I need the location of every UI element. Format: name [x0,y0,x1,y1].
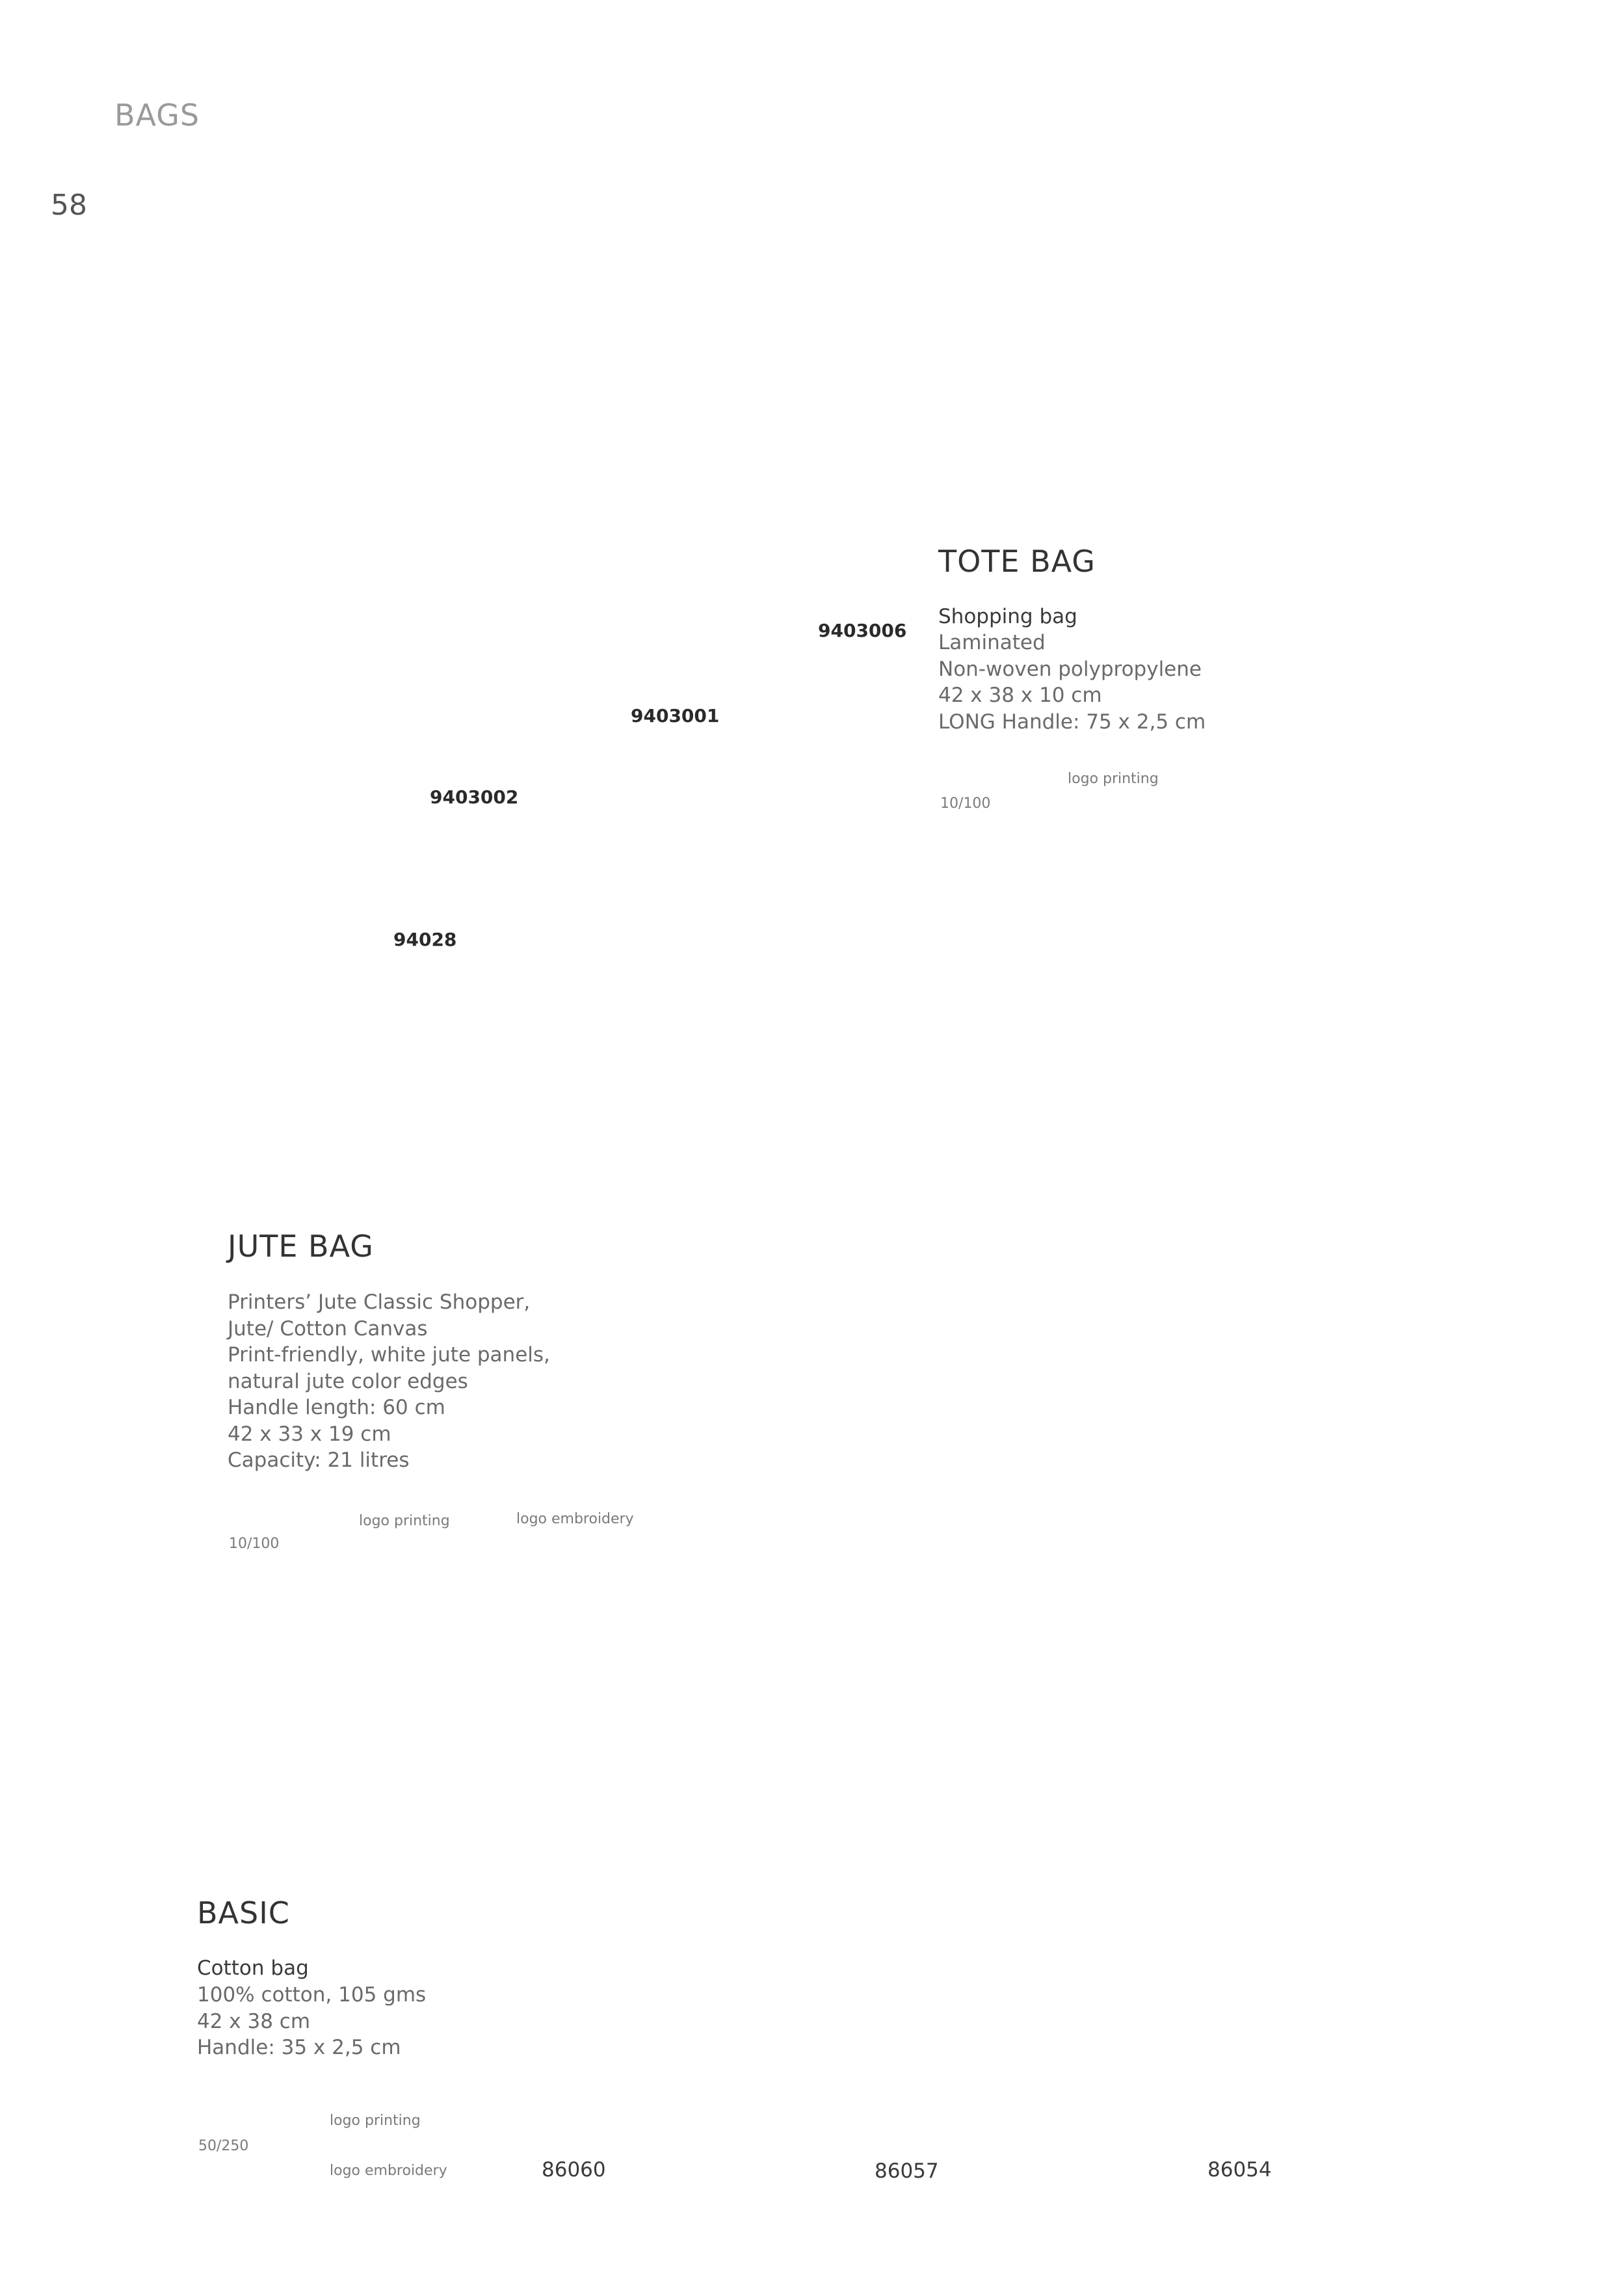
product-code: 9403001 [631,705,720,727]
quantity-label: 10/100 [229,1536,280,1552]
product-subtitle: Cotton bag [197,1956,309,1980]
description-line: 42 x 33 x 19 cm [228,1422,391,1446]
quantity-label: 50/250 [198,2138,249,2154]
product-description: 100% cotton, 105 gms 42 x 38 cm Handle: … [197,1982,426,2061]
description-line: Laminated [938,631,1046,654]
description-line: Capacity: 21 litres [228,1448,410,1472]
product-code: 86060 [542,2158,606,2182]
product-code: 86054 [1207,2158,1272,2182]
product-subtitle: Shopping bag [938,605,1077,628]
description-line: 100% cotton, 105 gms [197,1983,427,2007]
option-logo-embroidery: logo embroidery [330,2163,447,2179]
description-line: natural jute color edges [228,1369,468,1393]
quantity-label: 10/100 [940,795,991,812]
section-label: BAGS [114,98,200,133]
product-code: 94028 [393,929,457,950]
product-description: Printers’ Jute Classic Shopper, Jute/ Co… [228,1289,550,1474]
product-code: 86057 [875,2159,939,2183]
option-logo-printing: logo printing [1068,771,1159,787]
description-line: 42 x 38 cm [197,2009,311,2033]
description-line: 42 x 38 x 10 cm [938,684,1102,707]
product-title-jute-bag: JUTE BAG [228,1229,374,1264]
description-line: Non-woven polypropylene [938,657,1202,681]
option-logo-printing: logo printing [359,1513,450,1529]
description-line: LONG Handle: 75 x 2,5 cm [938,710,1206,734]
description-line: Print-friendly, white jute panels, [228,1343,550,1367]
product-description: Laminated Non-woven polypropylene 42 x 3… [938,630,1206,735]
option-logo-embroidery: logo embroidery [516,1511,634,1527]
option-logo-printing: logo printing [330,2113,421,2129]
description-line: Handle: 35 x 2,5 cm [197,2036,401,2059]
description-line: Printers’ Jute Classic Shopper, [228,1290,531,1314]
product-code: 9403002 [430,786,519,808]
description-line: Handle length: 60 cm [228,1396,445,1419]
product-code: 9403006 [818,620,907,641]
page-number: 58 [51,189,87,222]
description-line: Jute/ Cotton Canvas [228,1316,428,1341]
product-title-basic: BASIC [197,1895,290,1930]
product-title-tote-bag: TOTE BAG [938,544,1096,579]
